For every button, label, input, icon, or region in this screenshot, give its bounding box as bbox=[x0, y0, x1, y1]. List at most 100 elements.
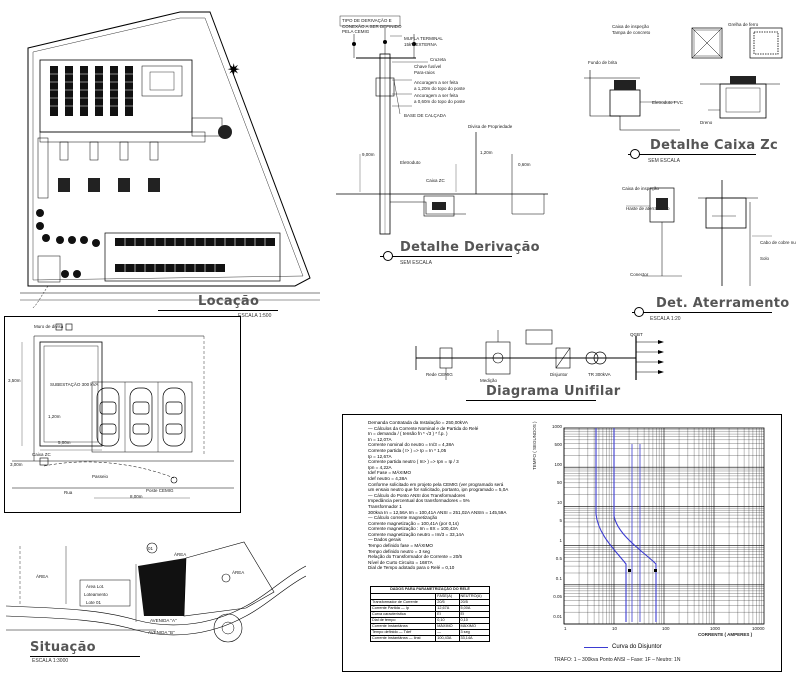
chart-y-ticks: 1000 500 100 50 10 5 1 0.5 0.1 0.05 0.01 bbox=[550, 424, 562, 624]
derivacao-note-1: MUFLA TERMINAL bbox=[404, 36, 443, 41]
y-tick: 0.05 bbox=[553, 594, 562, 599]
y-tick: 100 bbox=[554, 462, 562, 467]
breaker-curve-neutral bbox=[613, 428, 657, 622]
table-cell: 100,43A bbox=[435, 634, 460, 642]
caixa-note-6: Dreno bbox=[700, 120, 713, 125]
y-tick: 0.01 bbox=[553, 614, 562, 619]
caixa-note-1: Caixa de inspeção bbox=[612, 24, 650, 29]
chart-y-axis-title: TEMPO ( SEGUNDOS ) bbox=[532, 421, 537, 470]
aterramento-note-2: Haste de aterramento bbox=[626, 206, 670, 211]
calc-line: um ensaio neutro que for solicitado, por… bbox=[368, 487, 509, 493]
derivacao-note-10: BASE DE CALÇADA bbox=[404, 113, 447, 118]
unifilar-title: Diagrama Unifilar bbox=[486, 384, 621, 399]
substation-label: SUBESTAÇÃO 300 kVA bbox=[50, 382, 99, 387]
unifilar-label-1: Rede CEMIG bbox=[426, 372, 453, 377]
derivacao-title-underline bbox=[380, 256, 512, 257]
caixa-zc-drawing bbox=[584, 27, 783, 131]
y-tick: 1 bbox=[559, 538, 562, 543]
unifilar-diagram bbox=[415, 329, 664, 380]
caixa-note-5: Eletroduto PVC bbox=[652, 100, 684, 105]
unifilar-title-underline bbox=[466, 400, 596, 401]
calc-line: Corrente partida neutro ( In> ) => Ipn =… bbox=[368, 459, 459, 465]
derivacao-dim-1: 1,20m bbox=[480, 150, 493, 155]
table-cell: 33,14A bbox=[458, 634, 490, 642]
table-cell: Corrente Instantânea — Iinst bbox=[369, 634, 437, 642]
situacao-area-1: ÁREA bbox=[36, 574, 49, 579]
substation-dim-1: 1,20m bbox=[48, 414, 61, 419]
derivacao-note-6: Ancoragem a ser feita bbox=[414, 80, 459, 85]
derivacao-note-9: a 0,60m do topo do poste bbox=[414, 99, 466, 104]
caixa-zc-title-underline bbox=[628, 154, 756, 155]
y-tick: 10 bbox=[556, 500, 562, 505]
situacao-legend-3: Lote 01 bbox=[86, 600, 102, 605]
calc-line: — Cálculo corrente magnetização bbox=[368, 515, 438, 521]
derivacao-note-13: Caixa ZC bbox=[426, 178, 445, 183]
calc-line: Nível de Curto Circuito = 1687A bbox=[368, 559, 433, 565]
substation-dim-5: 8,00m bbox=[130, 494, 143, 499]
substation-caixa-label: Caixa ZC bbox=[32, 452, 51, 457]
situacao-title-underline bbox=[30, 656, 140, 657]
aterramento-title-underline bbox=[632, 312, 772, 313]
caixa-zc-title: Detalhe Caixa Zc bbox=[650, 138, 779, 153]
y-tick: 500 bbox=[554, 442, 562, 447]
calc-line: Corrente magnetização : Im = 8X = 100,43… bbox=[368, 526, 458, 532]
situacao-area-3: ÁREA bbox=[232, 570, 245, 575]
situacao-marker: 01 bbox=[148, 546, 154, 551]
aterramento-note-1: Caixa de inspeção bbox=[622, 186, 660, 191]
derivacao-note-2: 15kV EXTERNA bbox=[404, 42, 437, 47]
situacao-avenue-a: AVENIDA "A" bbox=[150, 618, 177, 623]
substation-dim-3: 5,00m bbox=[58, 440, 71, 445]
locacao-title: Locação bbox=[198, 294, 260, 309]
derivacao-dim-3: 0,60m bbox=[518, 162, 531, 167]
time-current-chart bbox=[563, 427, 765, 625]
calc-line: — Cálculo do Ponto ANSI dos Transformado… bbox=[368, 492, 466, 498]
derivacao-title-dot bbox=[383, 251, 393, 261]
derivacao-note-4: Chave fusível bbox=[414, 64, 442, 69]
substation-wall-label: Muro de divisa bbox=[34, 324, 64, 329]
legend-line-icon bbox=[584, 646, 608, 648]
aterramento-note-4: Conector bbox=[630, 272, 649, 277]
calc-line: Idef neutro = 4,38A bbox=[368, 475, 408, 481]
caixa-note-3: Grelha de ferro bbox=[728, 22, 759, 27]
calc-line: 300kva In = 12,56A Im = 100,41A ANSI = 2… bbox=[368, 509, 507, 515]
relay-table-title: DADOS PARA PARAMETRIZAÇÃO DO RELÉ bbox=[370, 586, 490, 593]
chart-x-ticks: 1 10 100 1000 10000 bbox=[564, 626, 765, 634]
chart-footer: TRAFO: 1 – 300kva Ponto ANSI – Fase: 1F … bbox=[554, 657, 681, 663]
derivacao-note-12: Divisa de Propriedade bbox=[468, 124, 513, 129]
substation-dim-2: 3,50m bbox=[8, 378, 21, 383]
calc-line: Conforme solicitado em projeto pela CEMI… bbox=[368, 481, 504, 487]
aterramento-scale: ESCALA 1:20 bbox=[650, 316, 681, 322]
chart-grid bbox=[563, 428, 764, 625]
locacao-plan bbox=[20, 11, 320, 308]
derivacao-note-11: Eletroduto bbox=[400, 160, 421, 165]
aterramento-drawing bbox=[626, 180, 772, 286]
chart-legend: Curva do Disjuntor bbox=[584, 644, 662, 650]
calc-line: Corrente magnetização neutro = Im/3 = 33… bbox=[368, 531, 465, 537]
calc-line: Ip = 12,67A bbox=[368, 453, 392, 459]
table-row: Corrente Instantânea — Iinst 100,43A 33,… bbox=[369, 634, 490, 642]
calc-line: Corrente nominal do neutro = In/3 = 4,38… bbox=[368, 442, 455, 448]
calc-line: In = 12,07A bbox=[368, 436, 392, 442]
calc-line: Tempo definido neutro = 3 seg bbox=[368, 548, 430, 554]
substation-detail bbox=[4, 316, 241, 513]
caixa-note-2: Tampa de concreto bbox=[612, 30, 651, 35]
caixa-note-4: Fundo de brita bbox=[588, 60, 618, 65]
y-tick: 5 bbox=[559, 518, 562, 523]
derivacao-dim-2: 9,00m bbox=[362, 152, 375, 157]
locacao-title-underline bbox=[158, 310, 278, 311]
legend-label: Curva do Disjuntor bbox=[612, 644, 662, 650]
caixa-zc-title-dot bbox=[630, 149, 640, 159]
relay-table: FASE(A) NEUTRO(A) Transformador de Corre… bbox=[369, 592, 490, 642]
aterramento-note-3: Cabo de cobre nu bbox=[760, 240, 796, 245]
calc-line: In = demanda / ( tensão fn * √3 ) * f.p.… bbox=[368, 431, 448, 437]
calc-line: — Dados gerais bbox=[368, 537, 401, 543]
compass-icon: ✷ bbox=[227, 62, 241, 79]
calc-line: Demanda Contratada da Instalação = 250,0… bbox=[368, 420, 468, 425]
x-tick: 10 bbox=[612, 626, 618, 631]
chart-x-axis-title: CORRENTE ( AMPERES ) bbox=[698, 632, 753, 637]
y-tick: 50 bbox=[556, 480, 562, 485]
substation-passeio: Passeio bbox=[92, 474, 109, 479]
calc-line: Transformador 1 bbox=[368, 503, 402, 509]
calc-line: Relação do Transformador de Corrente = 2… bbox=[368, 554, 463, 560]
calc-line: Corrente magnetização = 100,41A (por 0,1… bbox=[368, 520, 459, 526]
